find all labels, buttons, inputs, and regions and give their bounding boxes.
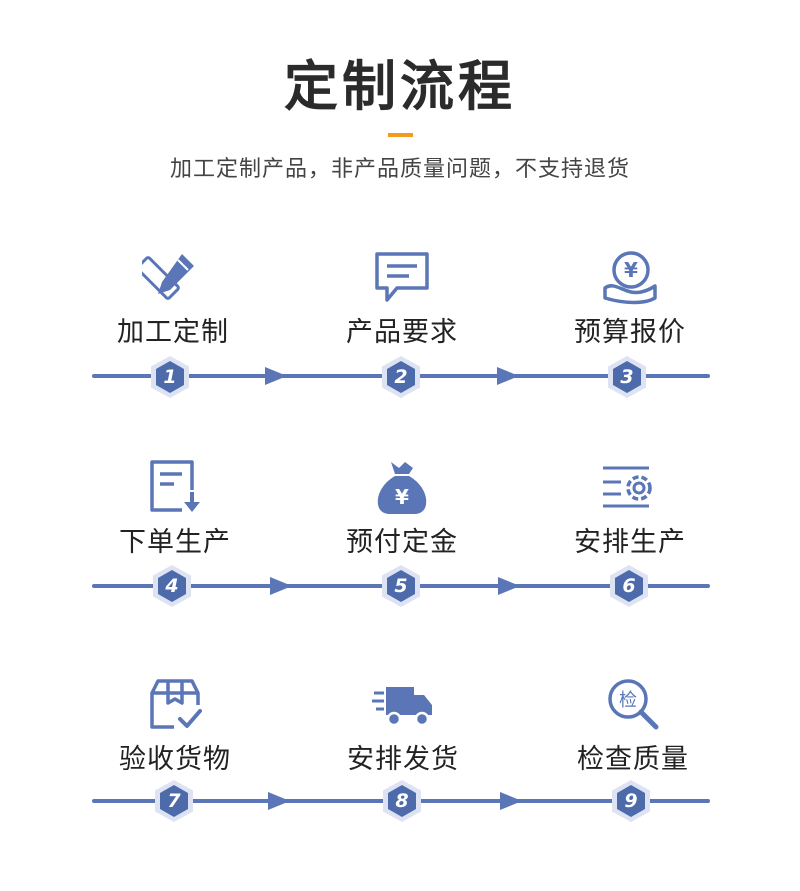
step-8: 安排发货 xyxy=(323,673,483,776)
step-badge-4: 4 xyxy=(153,565,191,607)
step-badge-5: 5 xyxy=(382,565,420,607)
step-1: 加工定制 xyxy=(93,246,253,349)
step-label: 预付定金 xyxy=(346,527,458,558)
step-5: ¥ 预付定金 xyxy=(322,456,482,559)
step-badge-6: 6 xyxy=(610,565,648,607)
step-6: 安排生产 xyxy=(550,456,710,559)
process-row-3: 验收货物 安排发货 检 检查质量 7 8 9 xyxy=(0,667,800,847)
package-check-icon xyxy=(150,679,202,729)
step-label: 检查质量 xyxy=(577,744,689,775)
page-title: 定制流程 xyxy=(284,55,516,118)
step-2: 产品要求 xyxy=(322,246,482,349)
step-label: 验收货物 xyxy=(119,744,231,775)
yen-coin-hand-icon: ¥ xyxy=(603,251,657,305)
svg-text:¥: ¥ xyxy=(624,258,638,282)
step-label: 产品要求 xyxy=(346,317,458,348)
pencil-ruler-icon xyxy=(142,254,194,300)
process-row-2: 下单生产 ¥ 预付定金 安排生产 4 5 6 xyxy=(0,452,800,632)
step-badge-9: 9 xyxy=(612,780,650,822)
document-download-icon xyxy=(150,460,200,512)
step-label: 加工定制 xyxy=(117,317,229,348)
step-badge-2: 2 xyxy=(382,356,420,398)
step-label: 安排生产 xyxy=(574,527,686,558)
flow-arrow xyxy=(498,577,520,595)
svg-text:检: 检 xyxy=(619,690,637,711)
step-badge-1: 1 xyxy=(151,356,189,398)
page-subtitle: 加工定制产品，非产品质量问题，不支持退货 xyxy=(169,157,630,182)
svg-text:¥: ¥ xyxy=(395,485,409,509)
flow-arrow xyxy=(270,577,292,595)
process-row-1: 加工定制 产品要求 ¥ 预算报价 1 2 3 xyxy=(0,240,800,420)
step-label: 下单生产 xyxy=(119,527,231,558)
gear-settings-icon xyxy=(603,466,652,508)
step-label: 预算报价 xyxy=(574,317,686,348)
step-badge-3: 3 xyxy=(608,356,646,398)
step-badge-7: 7 xyxy=(155,780,193,822)
step-7: 验收货物 xyxy=(95,673,255,776)
step-9: 检 检查质量 xyxy=(553,673,713,776)
step-label: 安排发货 xyxy=(347,744,459,775)
step-4: 下单生产 xyxy=(95,456,255,559)
flow-arrow xyxy=(500,792,522,810)
step-3: ¥ 预算报价 xyxy=(550,246,710,349)
message-bubble-icon xyxy=(375,252,429,302)
magnifier-inspect-icon: 检 xyxy=(608,679,659,730)
delivery-truck-icon xyxy=(372,687,432,727)
flow-arrow xyxy=(497,367,519,385)
money-bag-icon: ¥ xyxy=(377,462,427,514)
flow-arrow xyxy=(265,367,287,385)
flow-arrow xyxy=(268,792,290,810)
step-badge-8: 8 xyxy=(383,780,421,822)
accent-bar xyxy=(388,133,413,137)
